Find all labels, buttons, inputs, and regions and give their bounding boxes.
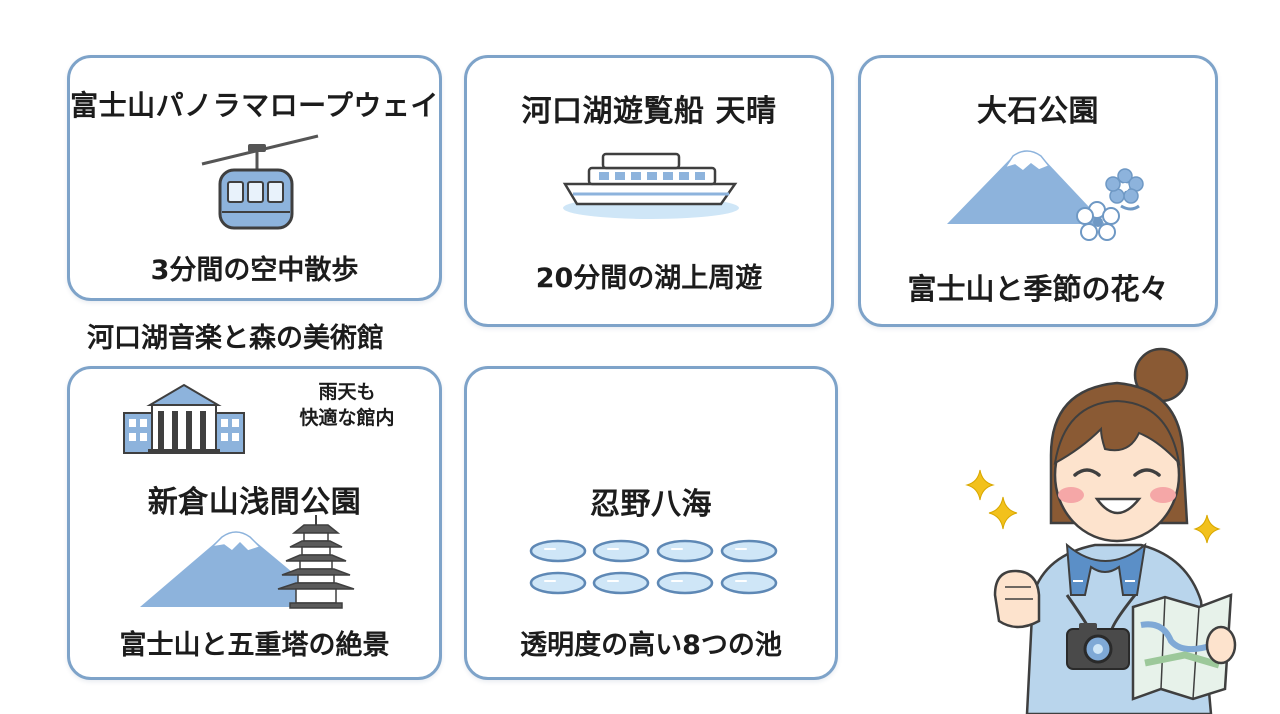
cruise-caption: 20分間の湖上周遊 — [535, 263, 763, 294]
boat-icon — [562, 152, 739, 219]
ropeway-title: 富士山パノラマロープウェイ — [70, 89, 439, 122]
oishi-park-card: 大石公園 富士山と季節の花々 — [858, 55, 1218, 327]
cruise-card: 河口湖遊覧船 天晴 20分間の湖上周遊 — [464, 55, 834, 327]
arakurayama-title: 新倉山浅間公園 — [147, 485, 362, 520]
ropeway-caption: 3分間の空中散歩 — [150, 255, 359, 286]
arakurayama-caption: 富士山と五重塔の絶景 — [119, 630, 390, 661]
oshino-hakkai-caption: 透明度の高い8つの池 — [520, 630, 782, 661]
tourist-girl-with-map-icon — [965, 347, 1237, 714]
oshino-hakkai-title: 忍野八海 — [590, 487, 712, 522]
weather-note: 雨天も 快適な館内 — [262, 379, 432, 431]
mount-fuji-flowers-icon — [947, 150, 1144, 241]
gondola-icon — [201, 134, 319, 230]
museum-label: 河口湖音楽と森の美術館 — [87, 323, 384, 354]
oshino-hakkai-card: 忍野八海 透明度の高い8つの池 — [464, 366, 838, 680]
pagoda-fuji-icon — [140, 515, 355, 609]
ponds-icon — [529, 539, 778, 595]
museum-building-icon — [123, 383, 245, 454]
oishi-park-caption: 富士山と季節の花々 — [907, 272, 1169, 306]
ropeway-card: 富士山パノラマロープウェイ 3分間の空中散歩 — [67, 55, 442, 301]
cruise-title: 河口湖遊覧船 天晴 — [521, 94, 777, 129]
oishi-park-title: 大石公園 — [977, 94, 1099, 129]
weather-note-line1: 雨天も — [318, 381, 376, 403]
weather-note-line2: 快適な館内 — [299, 407, 395, 429]
arakurayama-card: 雨天も 快適な館内 新倉山浅間公園 富士山と五重塔の絶景 — [67, 366, 442, 680]
